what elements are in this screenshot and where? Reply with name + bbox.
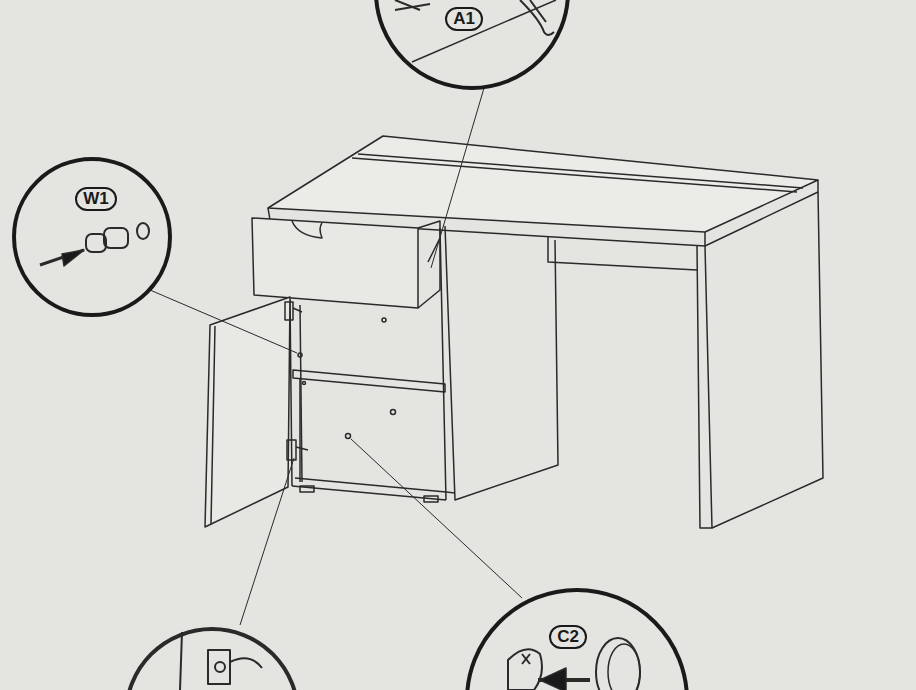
callout-circle: C2 bbox=[463, 586, 691, 690]
callout-label: W1 bbox=[75, 187, 117, 211]
callout-label: A1 bbox=[445, 7, 483, 31]
callout-circle: A1 bbox=[372, 0, 572, 92]
callout-outline bbox=[10, 155, 174, 319]
callout-circle: W1 bbox=[10, 155, 174, 319]
callout-label: C2 bbox=[549, 625, 587, 649]
